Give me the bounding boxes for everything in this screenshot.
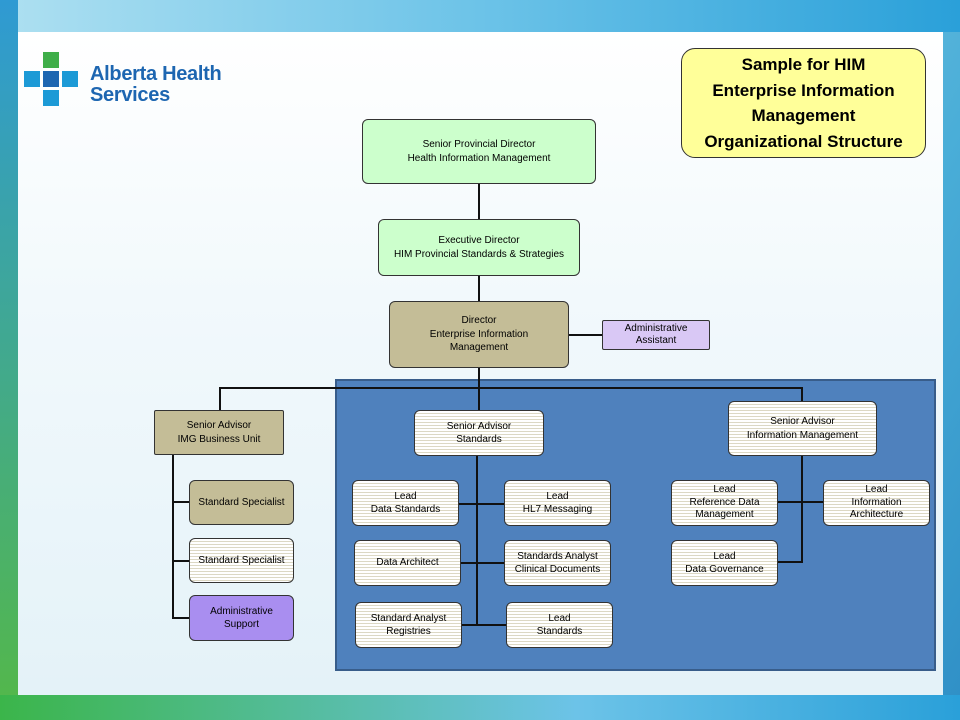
ahs-cross-logo-icon bbox=[24, 52, 78, 106]
node-text-line: Senior Provincial Director bbox=[422, 139, 536, 150]
node-text-line: Senior Advisor bbox=[446, 420, 512, 432]
node-senior-advisor-standards[interactable]: Senior Advisor Standards bbox=[414, 410, 544, 456]
node-text-line: HL7 Messaging bbox=[522, 504, 593, 515]
node-text-line: IMG Business Unit bbox=[177, 433, 261, 445]
connector-im-row1 bbox=[777, 501, 824, 503]
node-text-line: Management bbox=[695, 509, 754, 521]
node-text-line: Lead bbox=[713, 484, 736, 496]
connector-std-row1 bbox=[458, 503, 505, 505]
node-text-line: Architecture bbox=[849, 509, 904, 521]
connector-to-standards-advisor bbox=[478, 387, 480, 411]
node-lead-reference-data[interactable]: Lead Reference Data Management bbox=[671, 480, 778, 526]
background-left-band bbox=[0, 0, 18, 720]
node-text-line: Assistant bbox=[635, 335, 677, 346]
node-standard-specialist-2[interactable]: Standard Specialist bbox=[189, 538, 294, 583]
node-text-line: Lead bbox=[713, 550, 736, 562]
node-text-line: Administrative bbox=[624, 323, 688, 334]
node-text-line: Reference Data bbox=[689, 496, 760, 508]
node-senior-advisor-im[interactable]: Senior Advisor Information Management bbox=[728, 401, 877, 456]
node-lead-standards[interactable]: Lead Standards bbox=[506, 602, 613, 648]
node-text-line: Information Management bbox=[746, 429, 859, 441]
node-text-line: Lead bbox=[548, 612, 571, 624]
node-text-line: Standards bbox=[456, 434, 502, 445]
node-standards-analyst-clinical[interactable]: Standards Analyst Clinical Documents bbox=[504, 540, 611, 586]
connector-spd-ed bbox=[478, 183, 480, 220]
title-line-3: Management bbox=[751, 106, 856, 125]
node-director[interactable]: Director Enterprise Information Manageme… bbox=[389, 301, 569, 368]
ahs-logo-text: Alberta Health Services bbox=[90, 63, 222, 106]
node-text-line: Clinical Documents bbox=[514, 564, 601, 575]
node-lead-information-architecture[interactable]: Lead Information Architecture bbox=[823, 480, 930, 526]
node-text-line: Standards Analyst bbox=[517, 550, 598, 562]
logo-line-2: Services bbox=[90, 84, 170, 106]
connector-std-row3 bbox=[461, 624, 507, 626]
node-executive-director[interactable]: Executive Director HIM Provincial Standa… bbox=[378, 219, 580, 276]
background-top-band bbox=[0, 0, 960, 32]
node-data-architect[interactable]: Data Architect bbox=[354, 540, 461, 586]
title-line-4: Organizational Structure bbox=[704, 131, 903, 151]
node-lead-data-governance[interactable]: Lead Data Governance bbox=[671, 540, 778, 586]
node-text-line: Director bbox=[461, 315, 497, 327]
connector-im-row2 bbox=[777, 561, 803, 563]
node-text-line: Lead bbox=[546, 490, 569, 502]
node-text-line: Senior Advisor bbox=[186, 420, 252, 431]
node-text-line: Senior Advisor bbox=[770, 416, 835, 427]
node-text-line: HIM Provincial Standards & Strategies bbox=[393, 248, 565, 260]
connector-ed-director bbox=[478, 275, 480, 302]
node-text-line: Health Information Management bbox=[407, 152, 551, 164]
connector-to-img-advisor bbox=[219, 387, 221, 411]
node-senior-provincial-director[interactable]: Senior Provincial Director Health Inform… bbox=[362, 119, 596, 184]
node-lead-hl7-messaging[interactable]: Lead HL7 Messaging bbox=[504, 480, 611, 526]
connector-img-support bbox=[172, 617, 189, 619]
title-line-2: Enterprise Information bbox=[712, 80, 895, 100]
node-text-line: Information bbox=[851, 496, 902, 508]
node-lead-data-standards[interactable]: Lead Data Standards bbox=[352, 480, 459, 526]
node-text-line: Support bbox=[223, 619, 260, 630]
node-admin-assistant[interactable]: Administrative Assistant bbox=[602, 320, 710, 350]
title-line-1: Sample for HIM bbox=[741, 55, 866, 74]
node-text-line: Management bbox=[449, 342, 509, 354]
node-text-line: Enterprise Information bbox=[429, 328, 529, 340]
connector-std-row2 bbox=[460, 562, 505, 564]
connector-horizontal-advisors bbox=[219, 387, 803, 389]
node-text-line: Standard Specialist bbox=[198, 554, 285, 566]
connector-to-im-advisor bbox=[801, 387, 803, 402]
connector-director-admin bbox=[568, 334, 603, 336]
node-text-line: Standards bbox=[536, 626, 583, 637]
background-bottom-band bbox=[0, 695, 960, 720]
chart-title-box: Sample for HIM Enterprise Information Ma… bbox=[681, 48, 926, 158]
connector-director-down bbox=[478, 367, 480, 388]
connector-img-trunk bbox=[172, 454, 174, 619]
node-text-line: Registries bbox=[386, 626, 431, 637]
node-text-line: Lead bbox=[865, 484, 888, 496]
node-text-line: Standard Specialist bbox=[198, 496, 285, 508]
node-senior-advisor-img[interactable]: Senior Advisor IMG Business Unit bbox=[154, 410, 284, 455]
node-admin-support[interactable]: Administrative Support bbox=[189, 595, 294, 641]
connector-img-spec1 bbox=[172, 501, 189, 503]
node-text-line: Data Architect bbox=[376, 557, 439, 569]
node-text-line: Executive Director bbox=[438, 235, 520, 246]
logo-line-1: Alberta Health bbox=[90, 63, 222, 85]
connector-im-trunk bbox=[801, 455, 803, 563]
connector-standards-trunk bbox=[476, 455, 478, 626]
connector-img-spec2 bbox=[172, 560, 189, 562]
node-text-line: Data Standards bbox=[370, 504, 441, 515]
node-standard-analyst-registries[interactable]: Standard Analyst Registries bbox=[355, 602, 462, 648]
node-text-line: Data Governance bbox=[685, 564, 764, 575]
node-text-line: Administrative bbox=[210, 605, 273, 617]
node-text-line: Lead bbox=[394, 490, 417, 502]
node-standard-specialist-1[interactable]: Standard Specialist bbox=[189, 480, 294, 525]
node-text-line: Standard Analyst bbox=[370, 612, 447, 624]
